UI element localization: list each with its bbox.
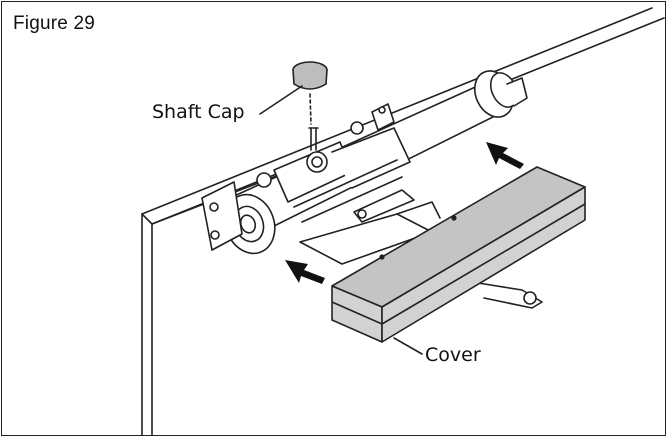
figure-title: Figure 29 <box>13 13 96 34</box>
shaft-cap-part <box>292 61 328 125</box>
closer-body <box>201 70 528 255</box>
cover-label: Cover <box>425 344 481 366</box>
cover-leader <box>393 337 423 355</box>
shaft-cap-label: Shaft Cap <box>152 101 245 123</box>
arrow-icon <box>285 260 325 284</box>
arrow-icon <box>486 142 524 169</box>
shaft-cap-leader <box>259 85 303 115</box>
cover-part <box>331 166 586 343</box>
arm-linkage <box>299 189 543 309</box>
